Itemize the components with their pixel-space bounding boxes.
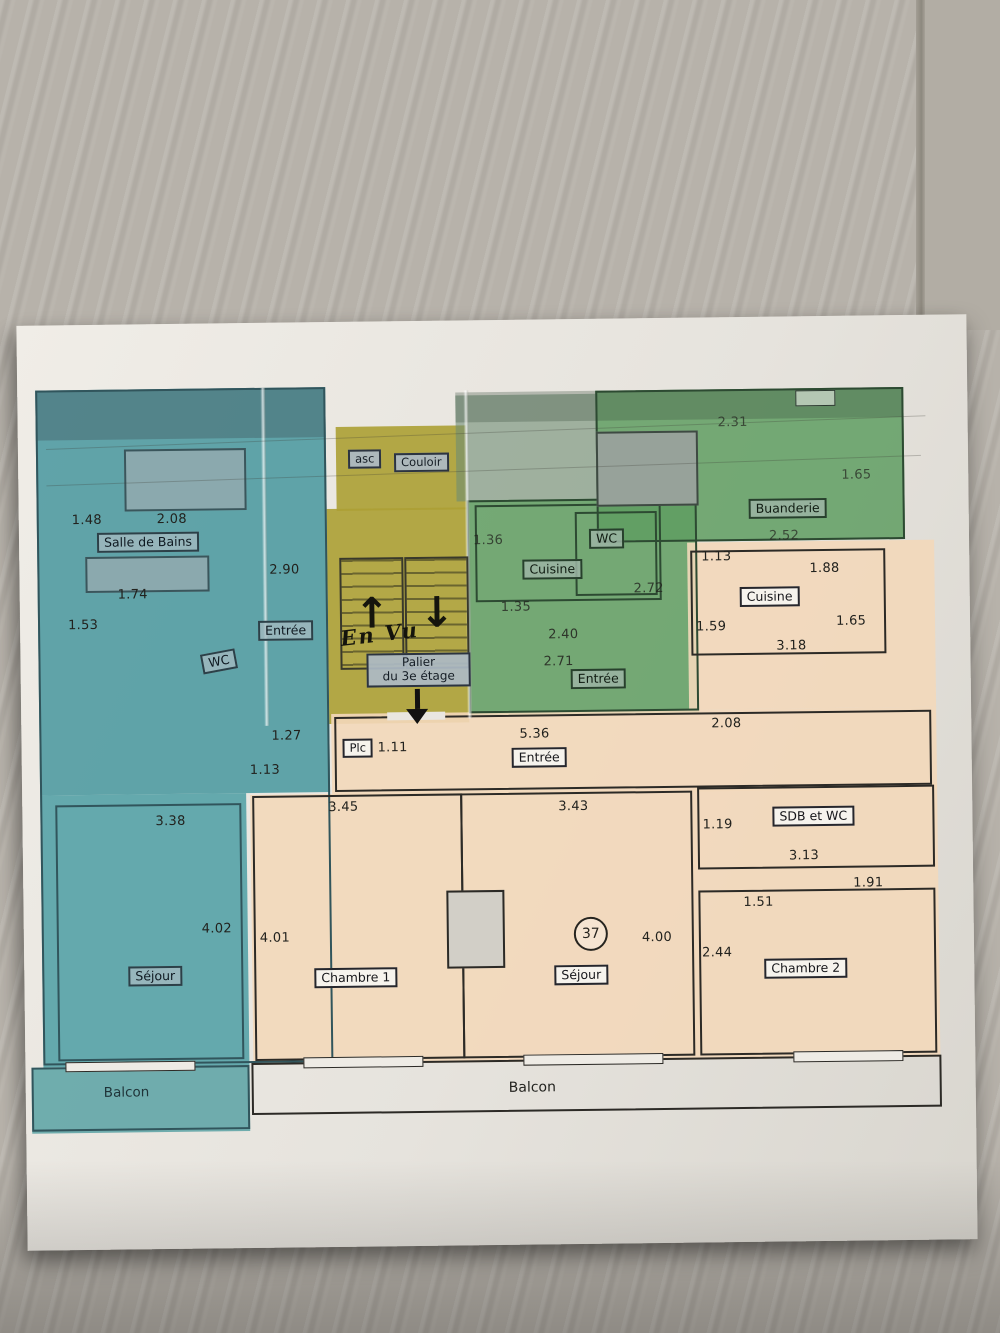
dim-green-271: 2.71 [543, 654, 574, 670]
dim-chambre2-left: 2.44 [702, 945, 733, 961]
window-chambre2 [793, 1050, 904, 1063]
green-wc-label: WC [588, 528, 625, 550]
dim-chambre1-width: 3.45 [328, 799, 359, 816]
dim-kitchen-165: 1.65 [835, 613, 867, 629]
entree-label: Entrée [511, 747, 567, 769]
window-sejour [523, 1052, 664, 1066]
teal-entree-label: Entrée [258, 620, 314, 642]
wall-right-panel [925, 0, 1000, 330]
stair-down-arrow-icon: ↓ [419, 587, 455, 637]
entry-arrow-icon [405, 688, 429, 725]
dim-sdb-left: 1.19 [702, 817, 733, 833]
buanderie-label: Buanderie [748, 497, 827, 520]
dim-sejour-height: 4.00 [641, 929, 673, 946]
wall-corner-edge [916, 0, 925, 330]
dim-salle-top: 2.08 [156, 511, 188, 528]
chambre1-outline [252, 793, 466, 1061]
dim-green-135: 1.35 [500, 599, 532, 615]
dim-sdb-bottom: 3.13 [788, 848, 820, 864]
dim-teal-113: 1.13 [249, 762, 281, 779]
dim-teal-402: 4.02 [201, 921, 233, 937]
dim-kitchen-188: 1.88 [809, 560, 840, 577]
dim-corridor-111: 1.11 [377, 740, 408, 756]
bottom-shadow [0, 1160, 1000, 1333]
dim-kitchen-318: 3.18 [776, 638, 807, 654]
dim-green-165: 1.65 [841, 467, 872, 483]
dim-corridor-208: 2.08 [711, 716, 742, 732]
dim-chambre2-top-right: 1.91 [853, 875, 884, 891]
chambre1-label: Chambre 1 [314, 967, 398, 989]
dim-green-272: 2.72 [633, 580, 664, 597]
teal-sejour-label: Séjour [128, 965, 183, 987]
teal-balcon-label: Balcon [103, 1084, 150, 1101]
window-chambre1 [303, 1055, 424, 1069]
sejour-label: Séjour [554, 964, 609, 986]
window-teal-sejour [65, 1060, 196, 1073]
dim-sejour-width: 3.43 [558, 798, 589, 815]
salle-de-bains-label: Salle de Bains [96, 531, 200, 554]
couloir-label: Couloir [393, 452, 449, 473]
kitchen-label: Cuisine [739, 586, 800, 608]
green-entree-label: Entrée [570, 668, 626, 690]
dim-teal-174: 1.74 [117, 587, 148, 603]
dim-corridor-536: 5.36 [519, 726, 550, 742]
elevator-label: asc [347, 449, 382, 470]
dim-green-252: 2.52 [768, 528, 800, 544]
chimney-duct-block [446, 889, 506, 969]
small-unreadable-label-box [795, 389, 836, 407]
dim-kitchen-159: 1.59 [696, 619, 727, 635]
dim-green-136: 1.36 [472, 532, 504, 549]
chambre2-label: Chambre 2 [764, 957, 848, 980]
dim-salle-left: 1.48 [71, 512, 103, 529]
green-cuisine-label: Cuisine [522, 558, 583, 581]
dim-chambre2-top-inner: 1.51 [743, 894, 774, 910]
dim-teal-153: 1.53 [67, 617, 99, 634]
dim-chambre1-height: 4.01 [259, 930, 291, 946]
dim-green-240: 2.40 [548, 626, 579, 643]
dim-teal-290: 2.90 [269, 562, 300, 578]
stairwell-gray-block [595, 430, 699, 507]
dim-kitchen-113: 1.13 [701, 549, 732, 565]
palier-label: Palier du 3e étage [366, 652, 471, 688]
dim-teal-338: 3.38 [155, 813, 186, 830]
palier-label-line2: du 3e étage [382, 668, 455, 684]
closet-label: Plc [342, 738, 374, 759]
dim-teal-127: 1.27 [271, 728, 302, 744]
floor-plan-paper: ↑ ↓ 1.48 2.08 Salle de Bains 1.74 1.53 2… [16, 314, 978, 1251]
balcon-label: Balcon [508, 1079, 557, 1096]
sdb-label: SDB et WC [772, 805, 855, 828]
dim-green-231: 2.31 [717, 414, 748, 431]
